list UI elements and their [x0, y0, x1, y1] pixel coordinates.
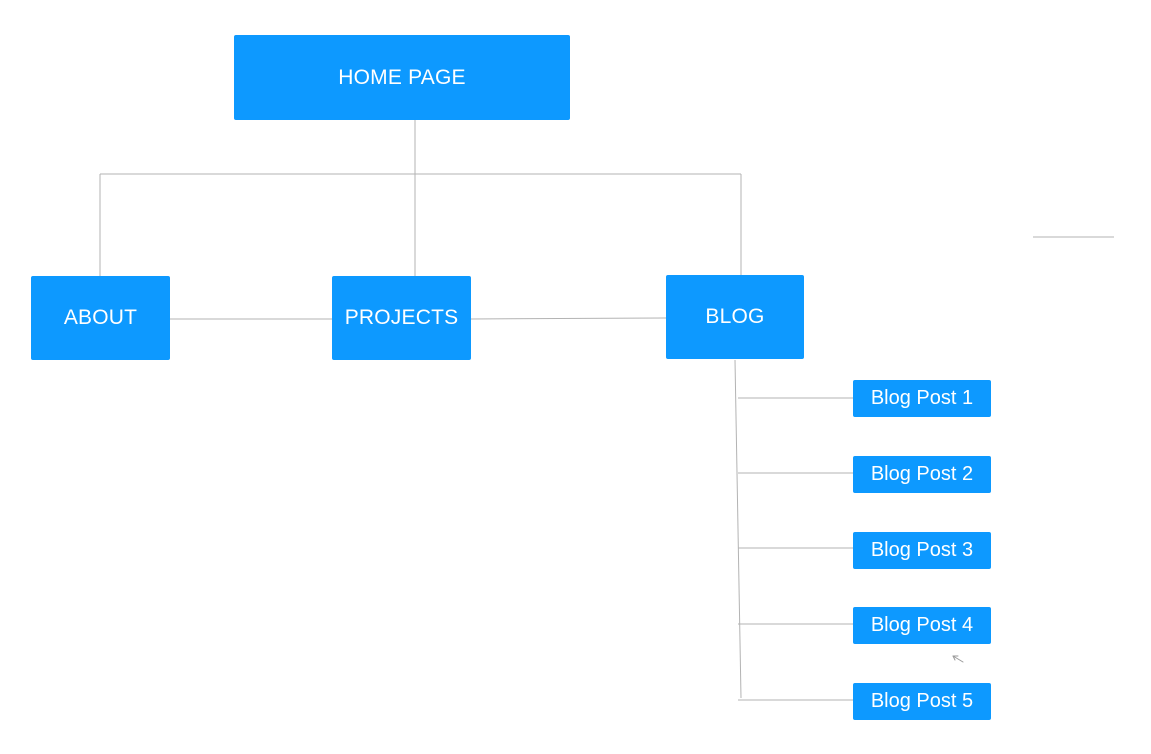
- connector-projects-blog: [470, 317, 667, 320]
- node-blog-post-5[interactable]: Blog Post 5: [853, 683, 991, 720]
- node-projects-label: PROJECTS: [344, 306, 459, 329]
- node-blog[interactable]: BLOG: [666, 275, 804, 359]
- node-blog-post-1-label: Blog Post 1: [870, 387, 974, 409]
- node-blog-post-2[interactable]: Blog Post 2: [853, 456, 991, 493]
- node-home-page[interactable]: HOME PAGE: [234, 35, 570, 120]
- connector-blog-trunk: [734, 359, 742, 699]
- node-home-page-label: HOME PAGE: [338, 65, 466, 89]
- node-blog-post-2-label: Blog Post 2: [870, 463, 974, 485]
- node-blog-post-3[interactable]: Blog Post 3: [853, 532, 991, 569]
- node-blog-label: BLOG: [705, 305, 765, 328]
- node-blog-post-1[interactable]: Blog Post 1: [853, 380, 991, 417]
- node-about-label: ABOUT: [63, 306, 138, 329]
- node-blog-post-4[interactable]: Blog Post 4: [853, 607, 991, 644]
- pointer-arrow-icon: [952, 655, 964, 663]
- node-blog-post-3-label: Blog Post 3: [870, 539, 974, 561]
- node-blog-post-4-label: Blog Post 4: [870, 614, 974, 636]
- node-projects[interactable]: PROJECTS: [332, 276, 471, 360]
- node-about[interactable]: ABOUT: [31, 276, 170, 360]
- node-blog-post-5-label: Blog Post 5: [870, 690, 974, 712]
